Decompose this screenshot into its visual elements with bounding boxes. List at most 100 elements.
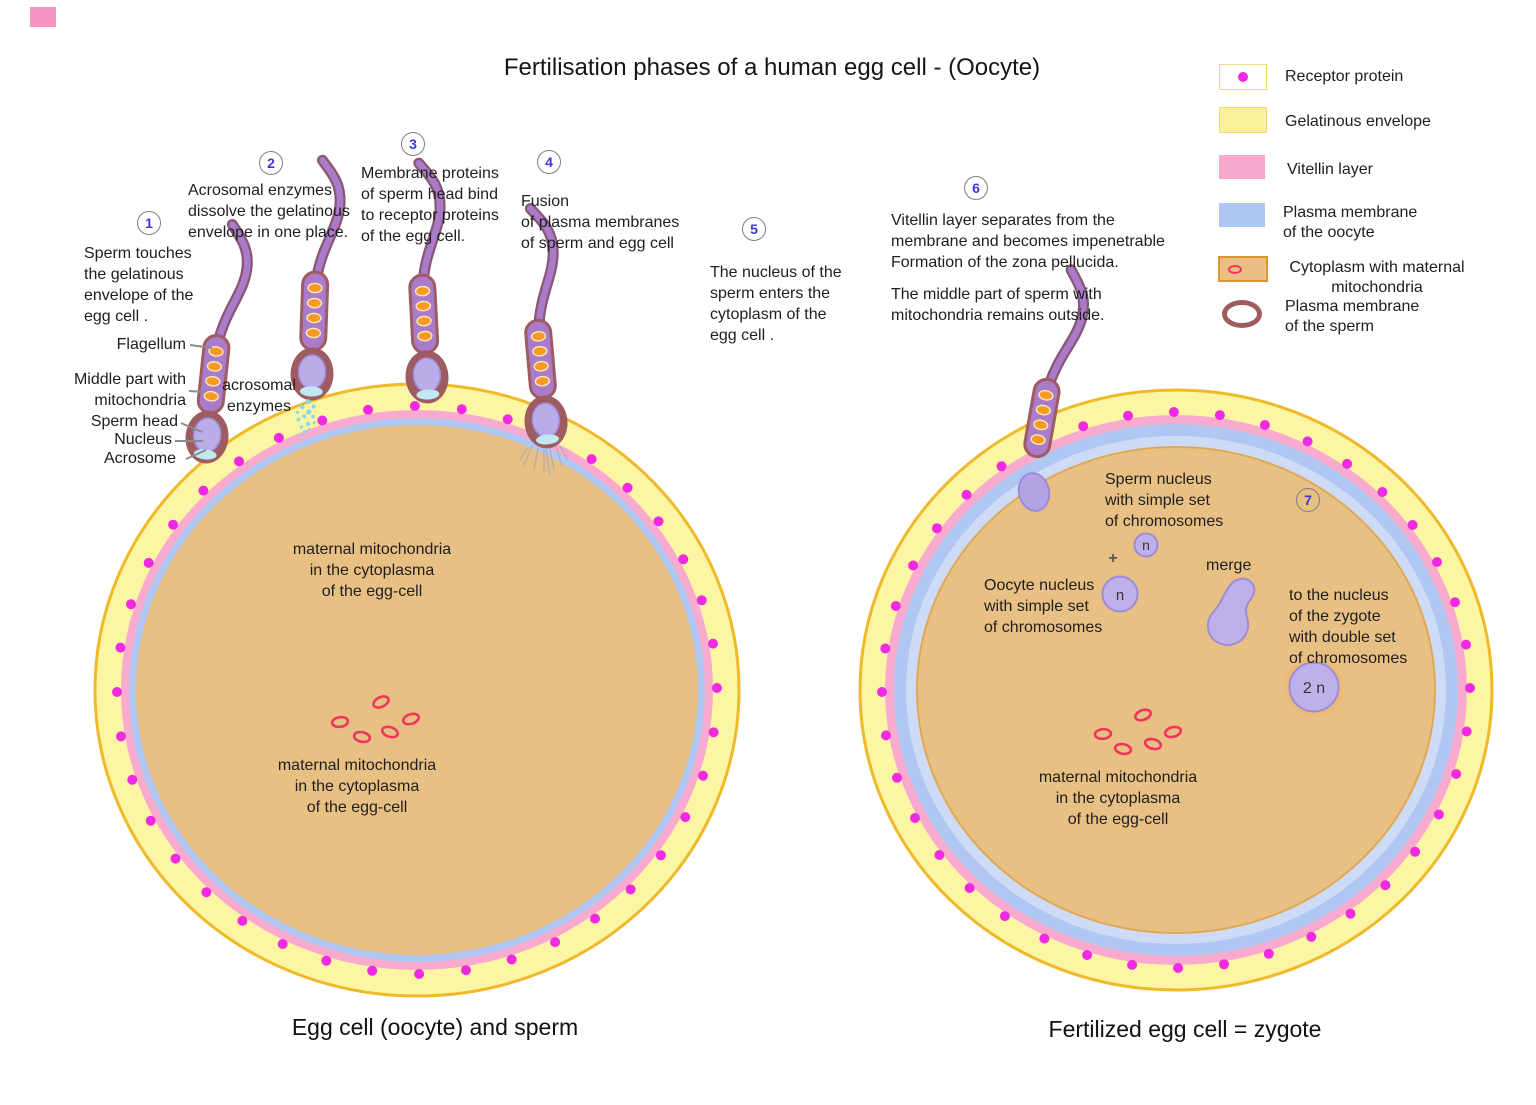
receptor-protein-dot [550,937,561,948]
receptor-protein-dot [1219,959,1229,970]
receptor-protein-dot [678,554,689,565]
legend-label-receptor-protein: Receptor protein [1285,68,1404,85]
receptor-protein-dot [201,887,212,898]
receptor-protein-dot [999,911,1010,922]
sperm-nucleus-n [1133,532,1159,558]
receptor-protein-dot [1465,683,1475,693]
legend-swatch-vitellin-layer [1219,155,1265,179]
receptor-protein-dot [908,560,919,571]
step-6-text-2: The middle part of sperm with mitochondr… [891,286,1105,325]
sperm-nucleus-entering [1017,472,1051,512]
receptor-protein-dot [890,601,901,611]
receptor-protein-dot [1407,520,1418,530]
plus-sign: + [1108,550,1117,567]
step-6-number: 6 [964,176,988,200]
receptor-protein-dot [1082,950,1093,960]
legend-label-sperm-membrane: Plasma membrane of the sperm [1285,298,1420,335]
stray-pink-swatch [30,7,56,27]
receptor-protein-dot [1127,959,1138,970]
legend-label-vitellin-layer: Vitellin layer [1287,161,1373,178]
step-3-number: 3 [401,132,425,156]
label-sperm-head: Sperm head [90,413,178,430]
receptor-protein-dot [168,519,179,530]
step-2-text: Acrosomal enzymes dissolve the gelatinou… [188,182,350,242]
oocyte-nucleus-n-label: n [1116,587,1124,604]
receptor-protein-dot [934,850,945,860]
receptor-protein-dot [881,730,891,741]
receptor-protein-dot [1078,421,1089,432]
receptor-protein-dot [277,939,288,949]
receptor-protein-dot [198,485,209,496]
mitochondrion-icon [1228,265,1242,274]
receptor-protein-dot [115,642,126,653]
step-5-number: 5 [742,217,766,241]
step-4-text: Fusion of plasma membranes of sperm and … [521,193,680,253]
receptor-protein-dot [1302,436,1313,447]
step-7-number: 7 [1296,488,1320,512]
legend-swatch-receptor-protein [1219,64,1267,90]
receptor-protein-dot [127,774,138,785]
receptor-protein-dot [317,415,328,426]
receptor-protein-dot [653,516,664,527]
label-acrosome: Acrosome [103,450,176,467]
receptor-protein-dot [880,643,891,654]
legend-label-gelatinous-envelope: Gelatinous envelope [1285,113,1431,130]
step-2-number: 2 [259,151,283,175]
label-flagellum: Flagellum [116,336,186,353]
legend-label-cytoplasm: Cytoplasm with maternal mitochondria [1289,259,1465,296]
merge-label: merge [1206,557,1252,574]
receptor-protein-dot [1432,557,1442,567]
receptor-protein-dot [877,687,887,697]
sperm-nucleus-n-label: n [1142,537,1150,553]
receptor-protein-dot [1410,846,1421,857]
receptor-protein-dot [1123,410,1133,421]
zygote-result-text: to the nucleus of the zygote with double… [1289,587,1408,668]
step-3-text: Membrane proteins of sperm head bind to … [361,165,499,246]
legend-label-plasma-membrane-oocyte: Plasma membrane of the oocyte [1283,204,1418,241]
receptor-protein-dot [409,401,420,411]
receptor-protein-dot [1306,931,1317,942]
receptor-protein-dot [1342,458,1353,469]
receptor-protein-dot [655,850,666,861]
receptor-protein-dot [1259,420,1270,430]
receptor-protein-icon [1238,72,1248,82]
zygote-nucleus-2n [1288,661,1340,713]
receptor-proteins [877,407,1475,973]
right-egg-cell [858,388,1494,992]
receptor-protein-dot [126,599,136,610]
step-5-text: The nucleus of the sperm enters the cyto… [710,264,842,345]
receptor-protein-dot [892,772,902,783]
receptor-protein-dot [712,683,722,693]
receptor-protein-dot [696,595,707,606]
receptor-protein-dot [112,687,122,697]
receptor-protein-dot [363,404,373,415]
receptor-protein-dot [1039,933,1050,944]
receptor-protein-dot [1461,639,1471,650]
receptor-protein-dot [708,727,719,738]
receptor-protein-dot [1451,769,1462,779]
receptor-protein-dot [461,965,471,976]
membrane-fusion-spray [519,445,569,477]
receptor-protein-dot [931,523,942,534]
receptor-protein-dot [1461,726,1472,737]
receptor-protein-dot [321,955,332,966]
merging-nuclei-blob [1206,577,1256,647]
receptor-protein-dot [708,638,718,649]
right-cell-cytoplasm-note: maternal mitochondria in the cytoplasma … [1038,769,1198,829]
receptor-protein-dot [698,770,708,781]
receptor-protein-dot [234,456,244,467]
receptor-protein-dot [506,954,517,965]
oocyte-nucleus-text: Oocyte nucleus with simple set of chromo… [984,577,1103,637]
legend-swatch-plasma-membrane-oocyte [1219,203,1265,227]
receptor-protein-dot [1263,948,1274,959]
receptor-protein-dot [1380,880,1391,891]
legend-swatch-cytoplasm [1218,256,1268,282]
receptor-protein-dot [622,482,633,493]
receptor-protein-dot [414,969,425,979]
receptor-protein-dot [170,853,181,864]
receptor-protein-dot [237,915,248,926]
receptor-protein-dot [586,454,597,465]
zygote-nucleus-2n-label: 2 n [1303,680,1325,697]
